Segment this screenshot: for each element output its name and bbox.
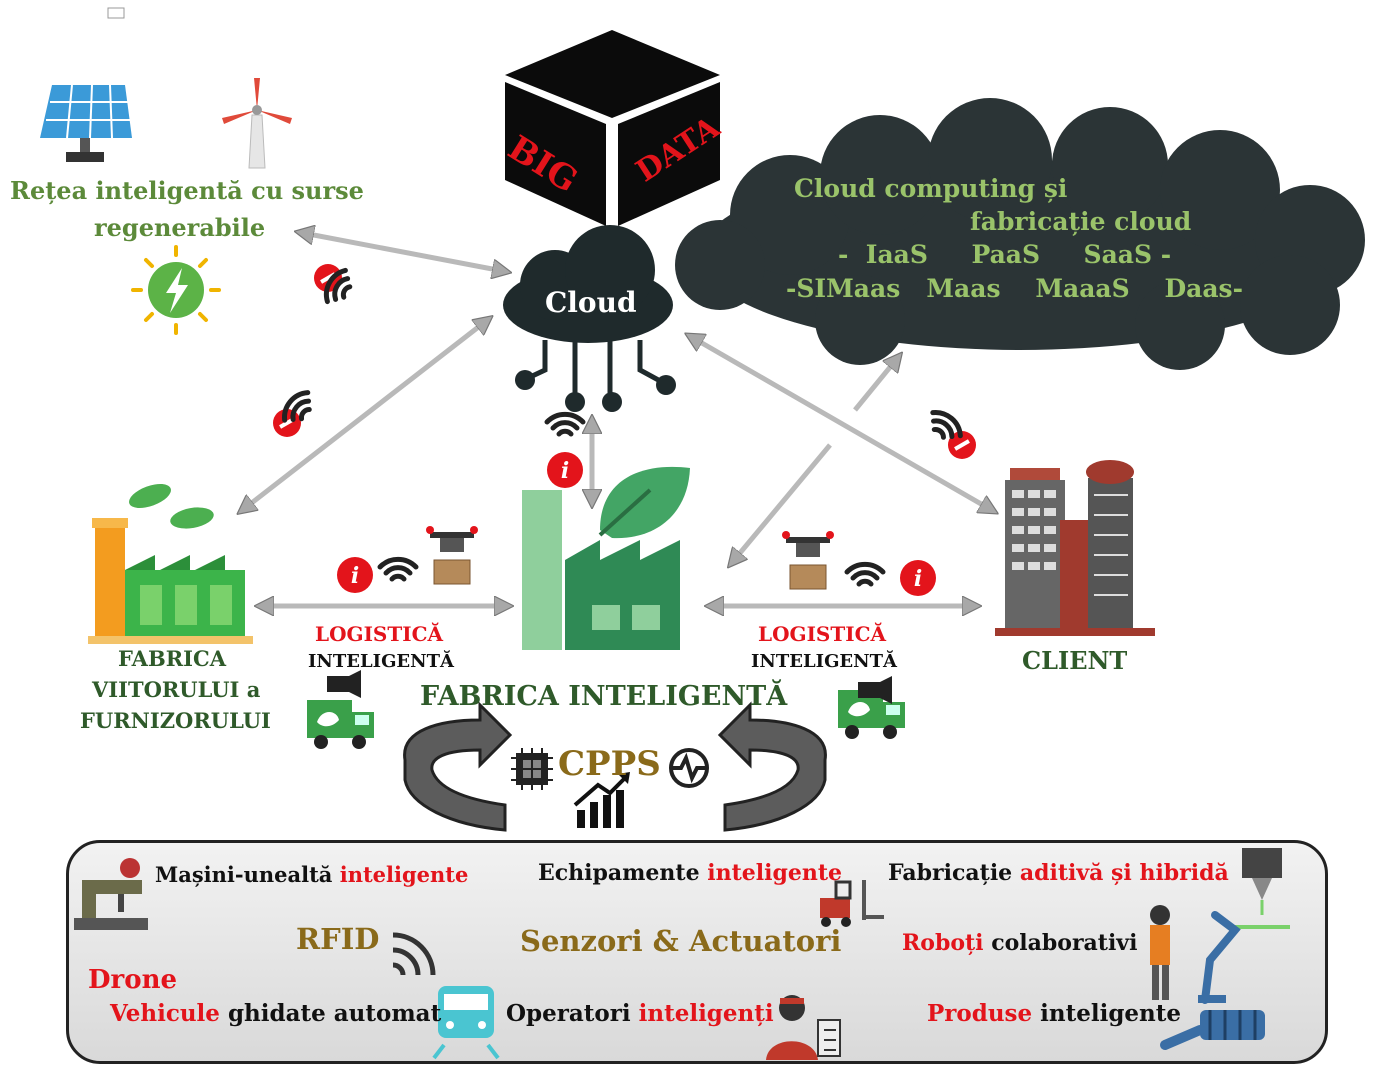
logistics-right-line2: INTELIGENTĂ — [751, 651, 897, 672]
additive-manufacturing-label: Fabricație aditivă și hibridă — [888, 860, 1229, 886]
cobots-highlight: Roboți — [902, 930, 984, 956]
machine-tools-label: Mașini-unealtă inteligente — [155, 862, 468, 887]
logistics-left-line2: INTELIGENTĂ — [308, 651, 454, 672]
equipment-label: Echipamente inteligente — [538, 860, 842, 886]
growth-chart-icon — [573, 772, 630, 828]
operators-text: Operatori — [506, 1000, 639, 1027]
products-highlight: Produse — [927, 1000, 1033, 1027]
smart-factory-icon — [522, 466, 690, 650]
rfid-signal-icon — [392, 932, 436, 976]
technologies-panel — [66, 840, 1328, 1064]
smart-factory-title: FABRICA INTELIGENTĂ — [420, 681, 788, 712]
supplier-label-line3: FURNIZORULUI — [80, 708, 271, 733]
agv-highlight: Vehicule — [110, 1000, 220, 1027]
agv-label: Vehicule ghidate automat — [110, 1000, 441, 1027]
logistics-right-line1: LOGISTICĂ — [758, 622, 887, 646]
cloud-services-line2: fabricație cloud — [970, 207, 1192, 236]
products-text: inteligente — [1032, 1000, 1182, 1027]
collaborative-robot-icon — [1150, 905, 1241, 1004]
cloud-services-line4: -SIMaas Maas MaaaS Daas- — [786, 274, 1244, 303]
sensors-actuators-label: Senzori & Actuatori — [520, 924, 842, 958]
machine-tools-highlight: inteligente — [339, 862, 469, 887]
cpps-label: CPPS — [558, 744, 661, 784]
cloud-icon — [503, 225, 676, 412]
cloud-services-line1: Cloud computing și — [794, 174, 1068, 203]
cloud-services-line3: - IaaS PaaS SaaS - — [838, 240, 1172, 269]
truck-icons — [307, 670, 905, 749]
additive-highlight: aditivă și hibridă — [1019, 860, 1229, 886]
cobots-label: Roboți colaborativi — [902, 930, 1137, 956]
rfid-label: RFID — [296, 922, 380, 956]
smart-grid-label-line1: Rețea inteligentă cu surse — [10, 176, 364, 205]
wind-turbine-icon — [222, 78, 292, 169]
equipment-text: Echipamente — [538, 860, 708, 886]
big-data-cube — [505, 30, 720, 226]
operators-highlight: inteligenți — [638, 1000, 774, 1027]
solar-panel-icon — [40, 84, 132, 162]
svg-text:i: i — [561, 458, 569, 484]
operators-label: Operatori inteligenți — [506, 1000, 774, 1027]
drones-label: Drone — [88, 965, 178, 995]
smart-operator-icon — [766, 995, 841, 1060]
connection-arrows — [240, 232, 995, 606]
supplier-factory-icon — [88, 483, 253, 644]
logistics-left-line1: LOGISTICĂ — [315, 622, 444, 646]
smart-grid-label-line2: regenerabile — [94, 213, 266, 242]
supplier-label-line1: FABRICA — [118, 646, 227, 671]
corner-mark — [107, 7, 125, 19]
cloud-label: Cloud — [545, 286, 637, 319]
client-building-icon — [995, 460, 1155, 636]
automated-vehicle-icon — [432, 986, 500, 1060]
3d-printer-icon — [1235, 848, 1290, 929]
machine-tool-icon — [74, 858, 148, 930]
equipment-highlight: inteligente — [707, 860, 843, 886]
sync-pulse-icon — [669, 748, 709, 788]
svg-text:i: i — [351, 563, 359, 589]
smart-products-label: Produse inteligente — [927, 1000, 1181, 1027]
smart-product-icon — [1160, 1010, 1265, 1050]
one-way-arrows — [730, 355, 900, 565]
green-energy-sun-icon — [131, 245, 221, 335]
machine-tools-text: Mașini-unealtă — [155, 862, 340, 887]
chip-icon — [511, 748, 553, 790]
svg-text:i: i — [914, 566, 922, 592]
cobots-text: colaborativi — [983, 930, 1138, 956]
supplier-label-line2: VIITORULUI a — [92, 677, 261, 702]
agv-text: ghidate automat — [219, 1000, 442, 1027]
cycle-arrows — [403, 701, 827, 832]
additive-text: Fabricație — [888, 860, 1020, 886]
client-label: CLIENT — [1022, 646, 1128, 675]
forklift-icon — [820, 880, 884, 927]
